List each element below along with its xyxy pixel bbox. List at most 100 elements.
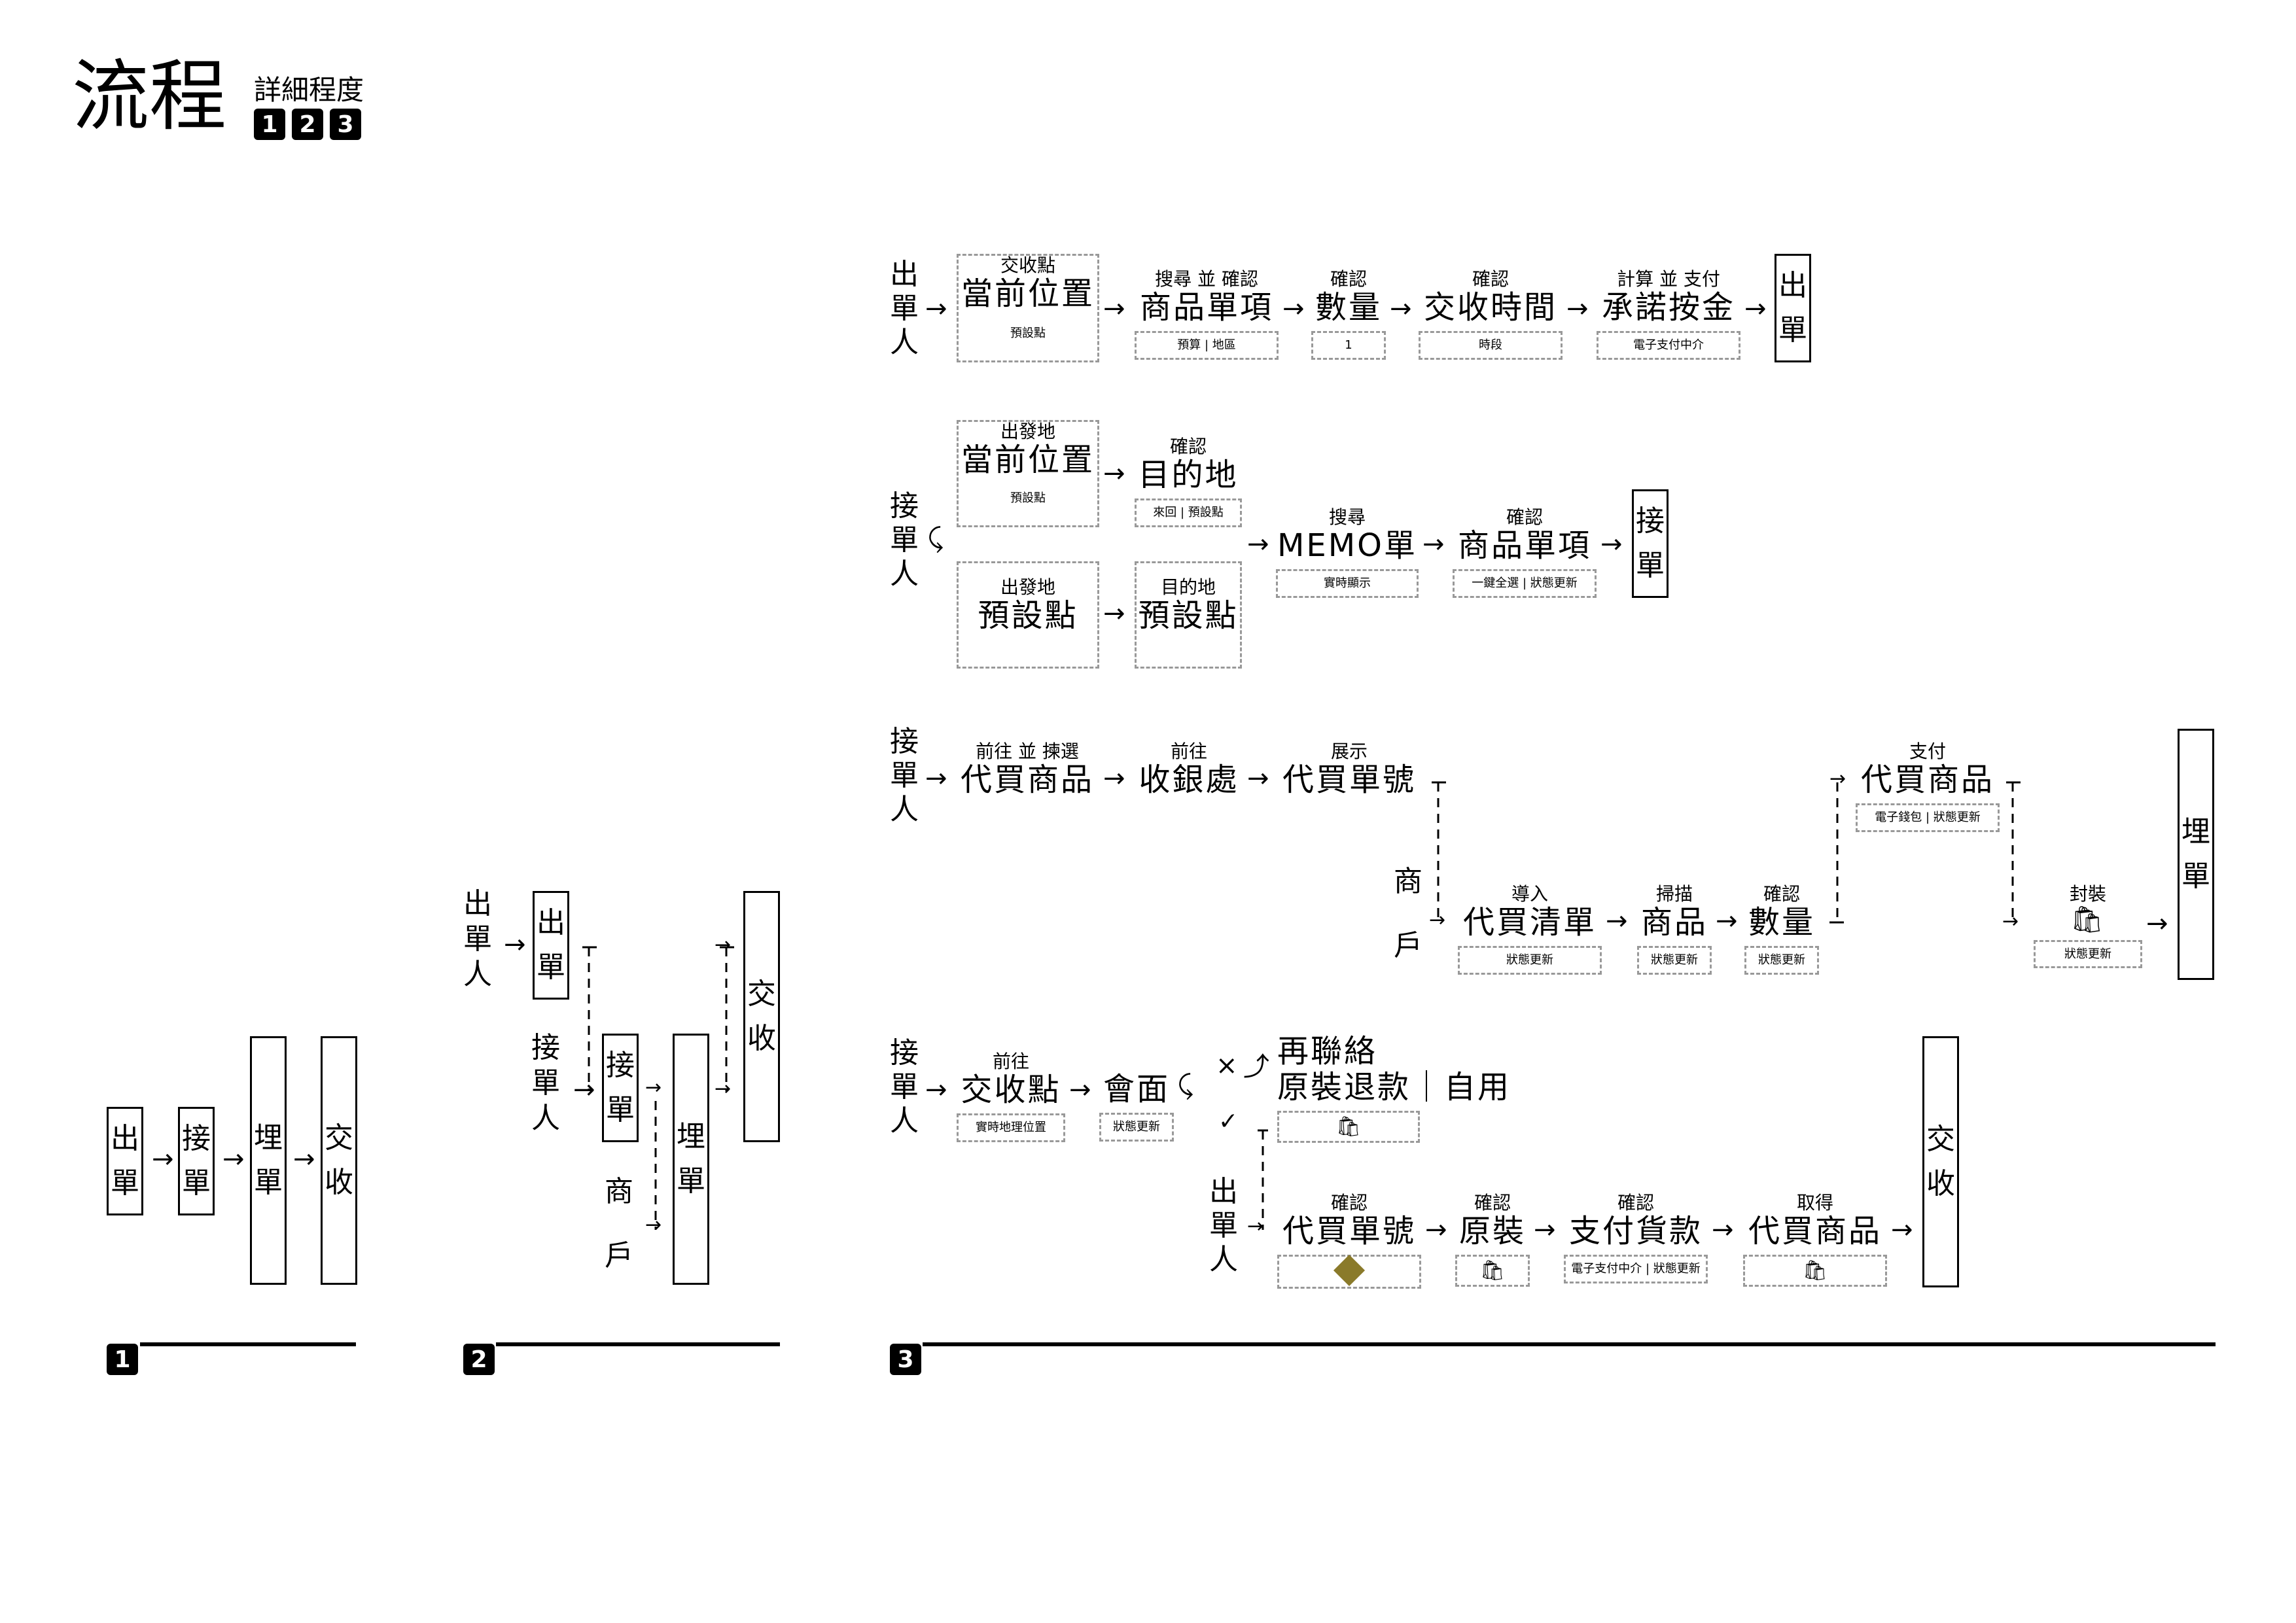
row3-node-quantity[interactable]: 確認 數量 狀態更新: [1744, 884, 1819, 975]
row4-issuer-label: 出單人: [1209, 1175, 1238, 1276]
row3-node-pack[interactable]: 封裝 🛍 狀態更新: [2034, 884, 2142, 969]
row2-node-items[interactable]: 確認 商品單項 一鍵全選 | 狀態更新: [1453, 507, 1597, 598]
arrow-icon: →: [925, 1075, 947, 1105]
flow2-take-box[interactable]: 接單: [602, 1034, 639, 1142]
arrow-icon: →: [925, 294, 947, 324]
row2-node-current-location[interactable]: 出發地 當前位置 預設點: [957, 420, 1099, 527]
arrow-icon: →: [715, 934, 732, 956]
row1-node-time[interactable]: 確認 交收時間 時段: [1419, 269, 1563, 360]
arrow-icon: →: [1429, 909, 1446, 932]
row3-node-pick-items[interactable]: 前往 並 揀選 代買商品: [960, 741, 1094, 798]
check-icon: ✓: [1218, 1108, 1239, 1135]
flow2-close-box[interactable]: 埋單: [673, 1034, 709, 1285]
arrow-icon: →: [1247, 529, 1269, 559]
row4-node-confirm-original[interactable]: 確認 原裝 🛍: [1455, 1193, 1530, 1287]
arrow-icon: →: [504, 930, 526, 960]
row3-node-import-list[interactable]: 導入 代買清單 狀態更新: [1458, 884, 1602, 975]
arrow-icon: →: [1103, 763, 1125, 794]
row2-node-memo[interactable]: 搜尋 MEMO單 實時顯示: [1276, 507, 1419, 598]
flow1-exchange-char2: 收: [325, 1166, 353, 1199]
row1-issuer-label: 出單人: [890, 258, 919, 359]
arrow-icon: →: [1712, 1215, 1734, 1245]
flow2-taker-label: 接單人: [531, 1031, 560, 1135]
flow1-take-char1: 接: [182, 1122, 211, 1155]
level-badge-2[interactable]: 2: [292, 109, 323, 140]
arrow-icon: →: [2002, 910, 2019, 933]
arrow-icon: →: [293, 1144, 315, 1174]
row1-node-location[interactable]: 交收點 當前位置 預設點: [957, 254, 1099, 362]
flow1-close-box[interactable]: 埋 單: [250, 1036, 287, 1285]
arrow-icon: →: [1390, 294, 1412, 324]
row3-shop-label: 商戶: [1394, 865, 1422, 962]
arrow-icon: →: [645, 1213, 662, 1236]
arrow-icon: →: [645, 1076, 662, 1099]
arrow-icon: →: [222, 1144, 245, 1174]
row4-end-box[interactable]: 交收: [1922, 1036, 1959, 1287]
arrow-icon: →: [1069, 1075, 1091, 1105]
row2-node-destination[interactable]: 確認 目的地 來回 | 預設點: [1135, 436, 1242, 527]
arrow-icon: →: [715, 1077, 732, 1100]
arrow-icon: →: [1103, 599, 1125, 629]
row4-node-meet[interactable]: 會面 狀態更新: [1099, 1071, 1174, 1142]
row4-node-fallback[interactable]: 再聯絡 原裝退款｜自用 🛍: [1277, 1033, 1539, 1143]
flow1-issue-box[interactable]: 出 單: [107, 1107, 143, 1215]
flow2-issue-box[interactable]: 出單: [533, 891, 569, 1000]
row4-taker-label: 接單人: [890, 1036, 919, 1138]
bag-icon: 🛍: [1277, 1111, 1420, 1143]
cross-icon: ×: [1216, 1051, 1238, 1081]
row4-node-meeting-point[interactable]: 前往 交收點 實時地理位置: [957, 1051, 1065, 1142]
flow1-exchange-box[interactable]: 交 收: [321, 1036, 357, 1285]
flow1-close-char2: 單: [254, 1166, 283, 1199]
arrow-icon: →: [1606, 906, 1628, 936]
arrow-icon: →: [1103, 294, 1125, 324]
row3-node-cashier[interactable]: 前往 收銀處: [1139, 741, 1239, 798]
return-icon: ⤴: [1243, 1052, 1269, 1082]
arrow-icon: →: [1103, 459, 1125, 489]
arrow-icon: →: [925, 763, 947, 794]
row1-node-deposit[interactable]: 計算 並 支付 承諾按金 電子支付中介: [1597, 269, 1740, 360]
arrow-icon: →: [1247, 763, 1269, 794]
arrow-icon: →: [573, 1075, 595, 1105]
flow1-issue-char1: 出: [111, 1122, 139, 1155]
row4-node-confirm-order[interactable]: 確認 代買單號: [1277, 1193, 1421, 1289]
arrow-icon: →: [1422, 529, 1445, 559]
row3-end-box[interactable]: 埋單: [2178, 729, 2214, 980]
bag-icon: 🛍: [1743, 1254, 1887, 1287]
arrow-icon: →: [1247, 1215, 1264, 1238]
row1-node-items[interactable]: 搜尋 並 確認 商品單項 預算 | 地區: [1135, 269, 1279, 360]
flow2-shop-label: 商戶: [605, 1175, 633, 1272]
row4-node-confirm-payment[interactable]: 確認 支付貨款 電子支付中介 | 狀態更新: [1564, 1193, 1708, 1283]
flow2-marker: 2: [463, 1344, 495, 1375]
ticket-icon: [1333, 1254, 1366, 1287]
flow2-underline: [496, 1342, 780, 1346]
arrow-icon: →: [152, 1144, 174, 1174]
row1-end-box[interactable]: 出單: [1775, 254, 1811, 362]
arrow-icon: →: [1600, 529, 1623, 559]
row3-node-pay[interactable]: 支付 代買商品 電子錢包 | 狀態更新: [1856, 741, 2000, 832]
level-badges: 1 2 3: [254, 109, 361, 140]
flow1-exchange-char1: 交: [325, 1121, 353, 1155]
row3-taker-label: 接單人: [890, 725, 919, 826]
flow1-underline: [140, 1342, 356, 1346]
page-title: 流程: [72, 51, 227, 141]
row3-node-order-number[interactable]: 展示 代買單號: [1282, 741, 1416, 798]
row2-end-box[interactable]: 接單: [1632, 489, 1669, 598]
arrow-icon: →: [1829, 767, 1846, 790]
bag-icon: 🛍: [1455, 1254, 1530, 1287]
level-badge-3[interactable]: 3: [330, 109, 361, 140]
arrow-icon: →: [2146, 909, 2168, 939]
row2-taker-label: 接單人: [890, 489, 919, 591]
branch-icon: ⤹: [928, 523, 944, 553]
detail-level-label: 詳細程度: [254, 74, 364, 106]
flow1-take-char2: 單: [182, 1166, 211, 1200]
level-badge-1[interactable]: 1: [254, 109, 285, 140]
flow1-take-box[interactable]: 接 單: [178, 1107, 215, 1215]
flow2-exchange-box[interactable]: 交收: [743, 891, 780, 1142]
row1-node-quantity[interactable]: 確認 數量 1: [1311, 269, 1386, 360]
row2-node-preset-origin[interactable]: 出發地 預設點: [957, 561, 1099, 669]
arrow-icon: →: [1716, 906, 1738, 936]
row3-node-scan[interactable]: 掃描 商品 狀態更新: [1637, 884, 1712, 975]
row4-node-get-items[interactable]: 取得 代買商品 🛍: [1743, 1193, 1887, 1287]
row2-node-preset-destination[interactable]: 目的地 預設點: [1135, 561, 1242, 669]
